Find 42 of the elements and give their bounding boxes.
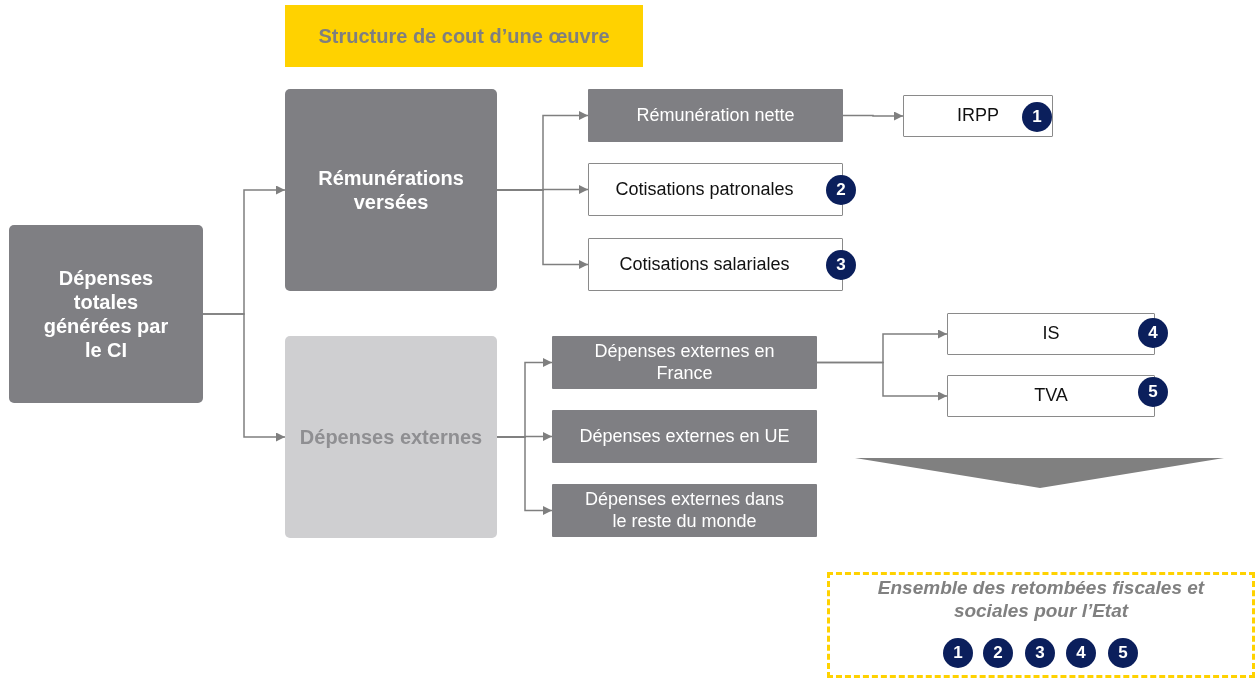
item-box — [947, 375, 1155, 417]
box-label: IS — [1041, 323, 1061, 345]
box-label: Dépenses externes dans le reste du monde — [583, 488, 786, 533]
connector-arrow — [842, 111, 904, 121]
box-label: Dépenses externes — [298, 425, 484, 449]
connector-arrow — [496, 189, 589, 269]
item-box — [903, 95, 1053, 137]
item-box — [588, 89, 843, 142]
number-badge: 1 — [943, 638, 973, 668]
category-box — [285, 89, 497, 291]
title-banner — [285, 5, 643, 67]
item-box — [588, 163, 843, 216]
box-label: Cotisations patronales — [614, 178, 795, 201]
item-box — [552, 484, 817, 537]
box-label: Dépenses externes en UE — [578, 425, 791, 448]
connector-arrow — [202, 313, 286, 442]
title-text: Structure de cout d’une œuvre — [317, 24, 611, 48]
box-label: TVA — [1033, 385, 1069, 407]
number-badge: 2 — [826, 175, 856, 205]
box-label: Rémunérations versées — [317, 166, 465, 214]
category-box — [285, 336, 497, 538]
number-badge: 3 — [826, 250, 856, 280]
number-badge: 1 — [1022, 102, 1052, 132]
number-badge: 3 — [1025, 638, 1055, 668]
number-badge: 2 — [983, 638, 1013, 668]
category-box — [9, 225, 203, 403]
number-badge: 5 — [1108, 638, 1138, 668]
number-badge: 4 — [1066, 638, 1096, 668]
item-box — [552, 410, 817, 463]
box-label: Dépenses externes en France — [593, 340, 776, 385]
box-label: IRPP — [956, 105, 1000, 127]
box-label: Cotisations salariales — [618, 253, 791, 276]
item-box — [588, 238, 843, 291]
connector-arrow — [816, 361, 948, 401]
number-badge: 5 — [1138, 377, 1168, 407]
connector-arrow — [496, 436, 553, 515]
box-label: Dépenses totales générées par le CI — [42, 266, 170, 362]
summary-box — [827, 572, 1255, 678]
summary-text: Ensemble des retombées fiscales et sociales pour l’Etat — [876, 577, 1206, 623]
number-badge: 4 — [1138, 318, 1168, 348]
item-box — [552, 336, 817, 389]
box-label: Rémunération nette — [635, 104, 796, 127]
